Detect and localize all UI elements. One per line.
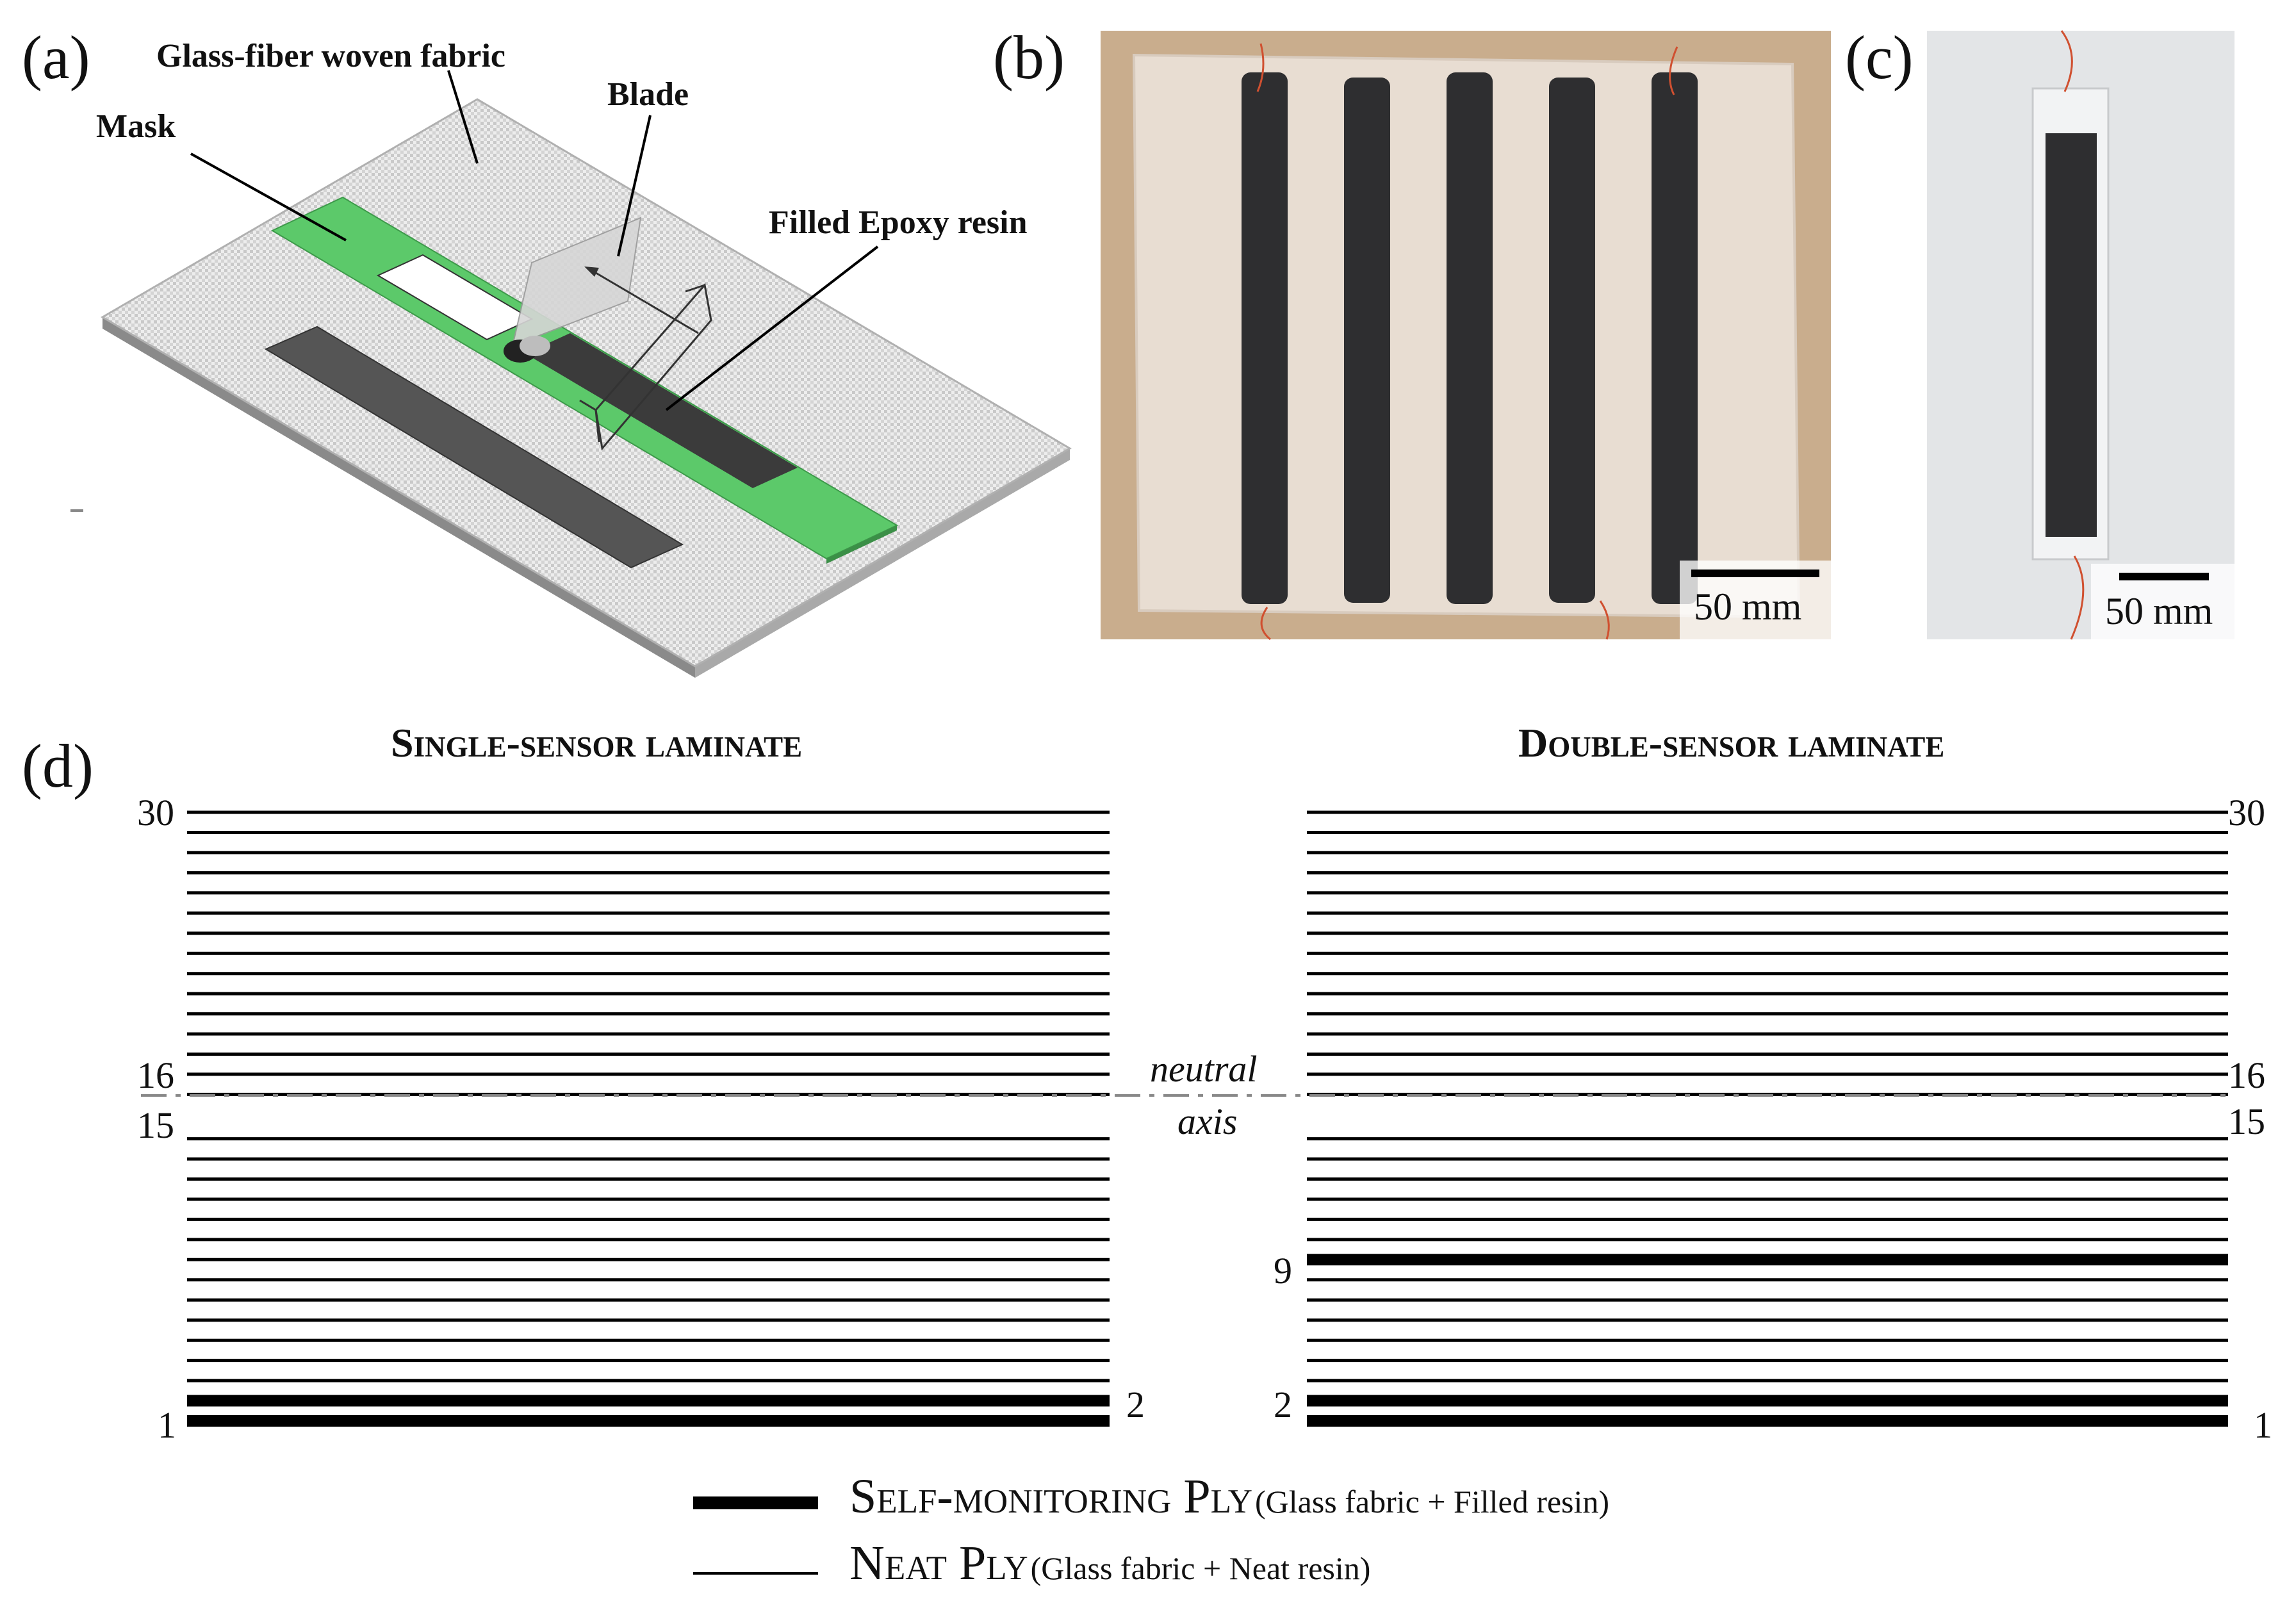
double-ply-label-30: 30	[2228, 792, 2265, 833]
scale-text-c: 50 mm	[2105, 590, 2213, 632]
legend-neat: Neat Ply (Glass fabric + Neat resin)	[849, 1539, 1370, 1587]
label-mask: Mask	[96, 108, 176, 145]
legend-neat-name: Neat Ply	[849, 1536, 1028, 1590]
panel-b-letter: (b)	[993, 23, 1065, 92]
scale-line-b	[1691, 570, 1819, 577]
double-ply-label-1: 1	[2254, 1404, 2272, 1446]
single-ply-label-2: 2	[1126, 1384, 1145, 1425]
legend-self-monitoring-swatch	[693, 1496, 818, 1509]
double-ply-label-16: 16	[2228, 1054, 2265, 1096]
label-blade: Blade	[607, 76, 689, 113]
legend-self-monitoring: Self-monitoring Ply (Glass fabric + Fill…	[849, 1472, 1609, 1521]
sensor-strip-4	[1549, 78, 1595, 603]
sensor-strip-3	[1447, 72, 1493, 604]
sensor-strip-5	[1652, 72, 1698, 604]
legend-self-monitoring-desc: (Glass fabric + Filled resin)	[1254, 1484, 1610, 1520]
filled-resin-strip	[264, 325, 684, 569]
fabric-plate-front	[695, 448, 1070, 678]
double-laminate-title: Double-sensor laminate	[1518, 720, 1945, 766]
legend-self-monitoring-name: Self-monitoring Ply	[849, 1470, 1252, 1523]
scale-text-b: 50 mm	[1694, 586, 1802, 628]
photo-b-five-sensor-strips	[1101, 31, 1831, 641]
panel-c-letter: (c)	[1845, 23, 1914, 92]
neutral-axis-label-line1: neutral	[1150, 1048, 1258, 1090]
single-ply-label-16: 16	[137, 1054, 174, 1096]
legend-neat-swatch	[693, 1572, 818, 1575]
single-ply-label-30: 30	[137, 792, 174, 833]
panel-a-letter: (a)	[22, 23, 90, 92]
panel-d-letter: (d)	[22, 732, 94, 800]
sensor-strip-2	[1344, 78, 1390, 603]
photo-c-single-coupon	[1927, 30, 2234, 640]
resin-in-window	[525, 333, 798, 488]
blade	[511, 217, 642, 347]
label-filled-epoxy-resin: Filled Epoxy resin	[769, 204, 1028, 241]
double-ply-label-2: 2	[1274, 1384, 1292, 1425]
single-laminate-title: Single-sensor laminate	[391, 720, 803, 766]
double-ply-label-15: 15	[2228, 1101, 2265, 1142]
fabrication-illustration	[70, 70, 1072, 678]
legend-neat-desc: (Glass fabric + Neat resin)	[1030, 1550, 1371, 1586]
sensor-strip-1	[1242, 72, 1288, 604]
fabric-plate-side	[102, 317, 695, 678]
single-ply-label-1: 1	[158, 1404, 176, 1446]
scale-line-c	[2119, 573, 2209, 580]
neutral-axis-label-line2: axis	[1177, 1101, 1238, 1142]
scale-bar-c: 50 mm	[2091, 564, 2234, 639]
single-ply-label-15: 15	[137, 1104, 174, 1146]
label-glass-fiber-fabric: Glass-fiber woven fabric	[156, 38, 505, 74]
scale-bar-b: 50 mm	[1680, 561, 1831, 639]
double-ply-label-9: 9	[1274, 1250, 1292, 1291]
